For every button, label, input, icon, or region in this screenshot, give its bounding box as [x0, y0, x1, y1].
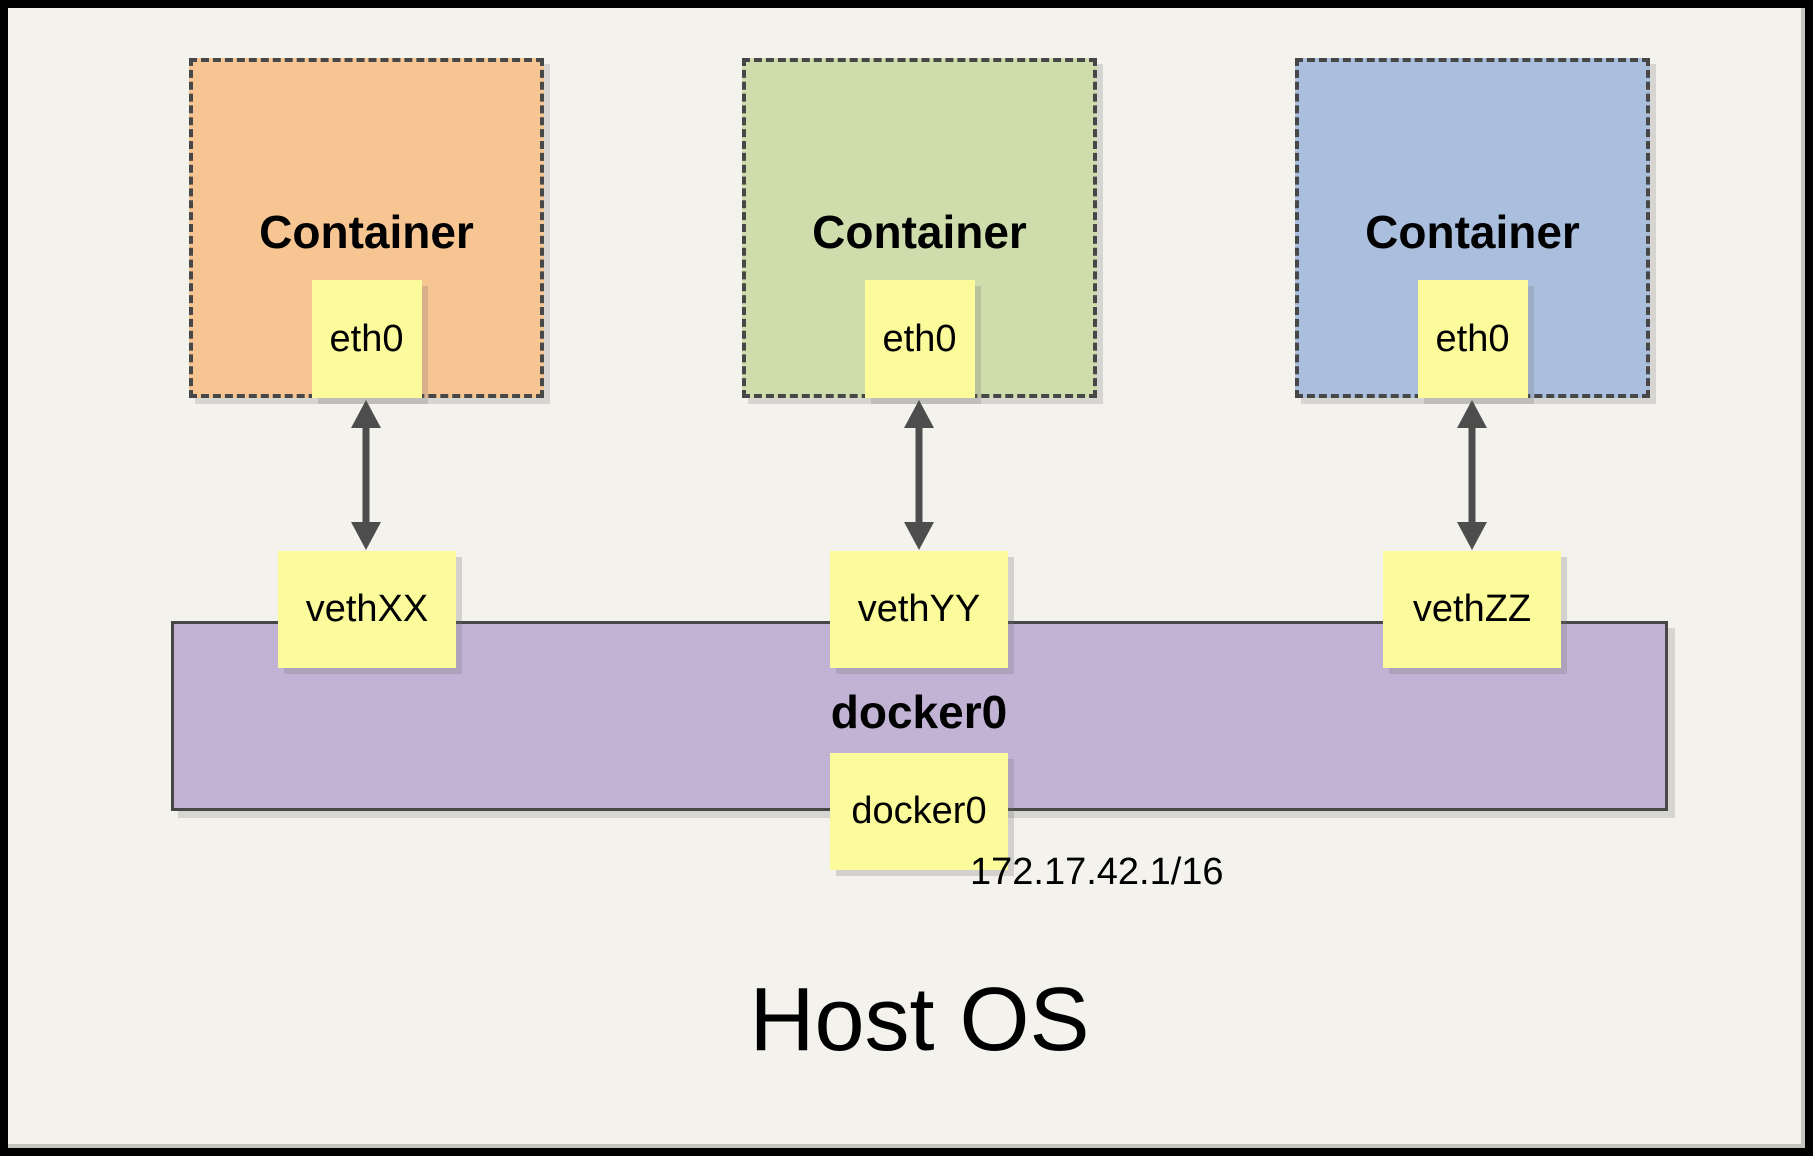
docker0-interface-box: docker0	[830, 753, 1008, 870]
container-3-title: Container	[1365, 206, 1580, 258]
container-2-eth0-box: eth0	[864, 280, 975, 398]
container-2-eth0-label: eth0	[882, 317, 957, 360]
container-1-title: Container	[259, 206, 474, 258]
host-os-title: Host OS	[749, 970, 1090, 1070]
container-1-eth0-box: eth0	[311, 280, 422, 398]
bidirectional-arrow-3	[1455, 400, 1489, 550]
docker0-ip-address: 172.17.42.1/16	[970, 851, 1224, 893]
container-box-2: Container eth0	[742, 58, 1097, 398]
vethzz-box: vethZZ	[1383, 551, 1561, 668]
container-3-eth0-box: eth0	[1417, 280, 1528, 398]
vethxx-box: vethXX	[278, 551, 456, 668]
container-box-3: Container eth0	[1295, 58, 1650, 398]
container-2-title: Container	[812, 206, 1027, 258]
arrow-stem	[915, 422, 923, 528]
docker0-bridge-title: docker0	[830, 686, 1008, 738]
arrow-stem	[362, 422, 370, 528]
container-3-eth0-label: eth0	[1435, 317, 1510, 360]
container-1-eth0-label: eth0	[329, 317, 404, 360]
container-box-1: Container eth0	[189, 58, 544, 398]
bidirectional-arrow-2	[902, 400, 936, 550]
vethyy-box: vethYY	[830, 551, 1008, 668]
bidirectional-arrow-1	[349, 400, 383, 550]
arrow-stem	[1468, 422, 1476, 528]
